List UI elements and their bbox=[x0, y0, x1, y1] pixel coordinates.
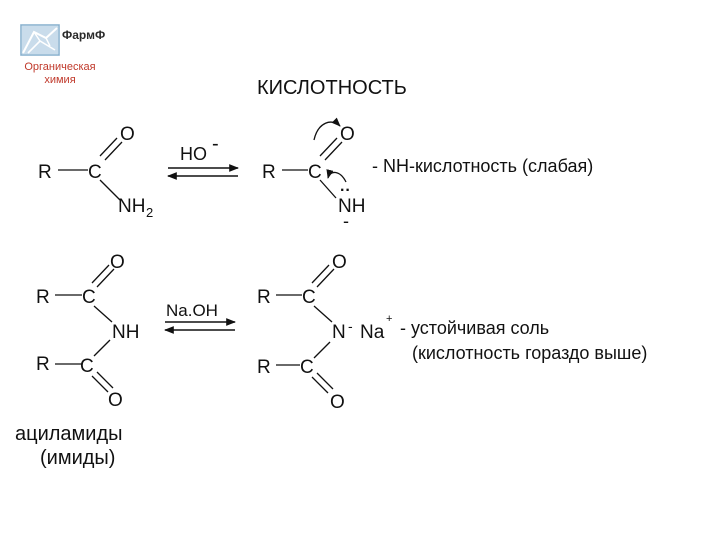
atom-c-bottom: C bbox=[80, 356, 94, 377]
atom-r: R bbox=[262, 162, 276, 183]
bond-n-c-bottom bbox=[313, 341, 331, 359]
equilibrium-arrows-2: Na.OH bbox=[164, 301, 236, 334]
amide-structure: R C O NH 2 bbox=[38, 124, 153, 220]
slide-title: КИСЛОТНОСТЬ bbox=[257, 77, 407, 99]
bond-c-o-top-1 bbox=[311, 264, 330, 284]
atom-o-bottom: O bbox=[330, 392, 345, 413]
imide-label-line-1: ациламиды bbox=[15, 423, 123, 445]
atom-o-top: O bbox=[332, 252, 347, 273]
bond-c-o-bottom-2 bbox=[96, 371, 114, 389]
atom-r-top: R bbox=[257, 287, 271, 308]
department-line-1: Органическая bbox=[24, 61, 96, 73]
bond-n-c-bottom bbox=[93, 339, 111, 357]
department-line-2: химия bbox=[44, 74, 76, 86]
atom-nh: NH bbox=[118, 196, 145, 217]
atom-c: C bbox=[308, 162, 322, 183]
bond-c-o-2 bbox=[324, 141, 343, 161]
electron-shift-arrow-top bbox=[313, 117, 341, 141]
atom-r-bottom: R bbox=[36, 354, 50, 375]
logo bbox=[20, 24, 60, 56]
bond-c-o-1 bbox=[319, 137, 338, 157]
imide-salt-structure: R C O N - Na + R C O bbox=[257, 252, 392, 413]
atom-o: O bbox=[340, 124, 355, 145]
brand-name: ФармФ bbox=[62, 28, 106, 42]
salt-note-line-1: - устойчивая соль bbox=[400, 318, 549, 338]
atom-c-top: C bbox=[82, 287, 96, 308]
imide-structure: R C O NH R C O bbox=[36, 252, 139, 411]
imide-label-line-2: (имиды) bbox=[40, 447, 115, 469]
atom-c-bottom: C bbox=[300, 357, 314, 378]
reagent-hydroxide: HO bbox=[180, 144, 207, 164]
bond-c-n-top bbox=[93, 305, 113, 323]
bond-c-o-top-2 bbox=[316, 268, 335, 288]
atom-r-bottom: R bbox=[257, 357, 271, 378]
bond-c-o-top-2 bbox=[96, 268, 115, 288]
atom-r-top: R bbox=[36, 287, 50, 308]
amide-anion-structure: R C O ·· NH - bbox=[262, 117, 365, 231]
reagent-hydroxide-charge: - bbox=[212, 133, 219, 155]
atom-o: O bbox=[120, 124, 135, 145]
bond-c-n-top bbox=[313, 305, 333, 323]
atom-c-top: C bbox=[302, 287, 316, 308]
bond-c-o-bottom-1 bbox=[91, 375, 109, 393]
lone-pair: ·· bbox=[340, 182, 351, 199]
atom-nh-anion: NH bbox=[338, 196, 365, 217]
bond-c-n bbox=[319, 179, 337, 199]
bond-c-o-bottom-2 bbox=[316, 372, 334, 390]
equilibrium-arrows-1: HO - bbox=[167, 133, 239, 180]
bond-c-o-top-1 bbox=[91, 264, 110, 284]
na-charge: + bbox=[386, 313, 392, 325]
atom-o-bottom: O bbox=[108, 390, 123, 411]
bond-c-n bbox=[99, 179, 121, 201]
bond-c-o-2 bbox=[104, 141, 123, 161]
counter-ion-na: Na bbox=[360, 322, 385, 343]
logo-emblem-icon bbox=[20, 24, 60, 56]
reagent-naoh: Na.OH bbox=[166, 301, 218, 320]
salt-note-line-2: (кислотность гораздо выше) bbox=[412, 343, 647, 363]
atom-n: N bbox=[332, 322, 346, 343]
amide-acidity-note: - NH-кислотность (слабая) bbox=[372, 156, 593, 176]
bond-c-o-1 bbox=[99, 137, 118, 157]
n-charge: - bbox=[348, 318, 353, 334]
atom-c: C bbox=[88, 162, 102, 183]
bond-c-o-bottom-1 bbox=[311, 376, 329, 394]
anion-charge: - bbox=[343, 211, 349, 231]
atom-nh-subscript: 2 bbox=[146, 205, 153, 220]
electron-shift-arrow-bottom bbox=[326, 169, 347, 183]
atom-nh: NH bbox=[112, 322, 139, 343]
department-label: Органическая химия bbox=[10, 61, 110, 87]
atom-o-top: O bbox=[110, 252, 125, 273]
atom-r: R bbox=[38, 162, 52, 183]
